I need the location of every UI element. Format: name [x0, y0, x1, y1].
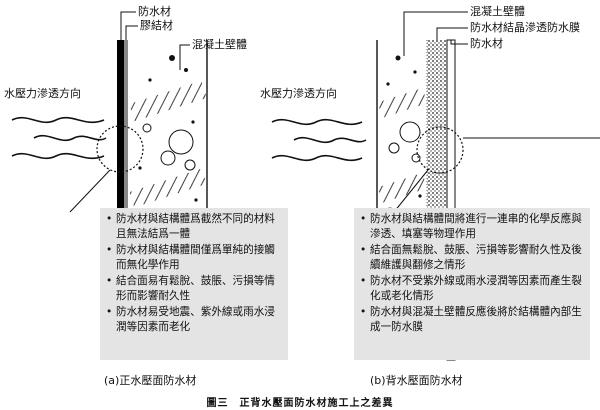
left-label-concrete: 混凝土壁體: [192, 38, 247, 51]
left-note-item: •防水材與結構體間僅爲單純的接觸而無化學作用: [106, 244, 275, 271]
right-leader-concrete: [403, 11, 468, 56]
left-pressure-waves: [11, 116, 107, 160]
right-note-item: •防水材與結構體間將進行一連串的化學反應與滲透、填塞等物理作用: [360, 213, 582, 240]
left-note-item: •結合面易有鬆脫、鼓脹、污損等情形而影響耐久性: [106, 275, 275, 302]
right-pressure-label: 水壓力滲透方向: [260, 87, 337, 100]
right-notes-box: •防水材與結構體間將進行一連串的化學反應與滲透、填塞等物理作用 •結合面無鬆脫、…: [354, 208, 590, 360]
right-label-crystal: 防水材結晶滲透防水膜: [470, 21, 580, 34]
left-note-item: •防水材與結構體爲截然不同的材料且無法結爲一體: [106, 213, 275, 240]
left-leader-concrete: [179, 44, 190, 70]
right-note-item: •防水材不受紫外線或雨水浸潤等因素而產生裂化或老化情形: [360, 275, 582, 302]
right-note-item: •防水材與混凝土壁體反應後將於結構體內部生成一防水膜: [360, 306, 582, 333]
left-notes-box: •防水材與結構體爲截然不同的材料且無法結爲一體 •防水材與結構體間僅爲單純的接觸…: [100, 208, 288, 360]
left-pressure-label: 水壓力滲透方向: [4, 87, 81, 100]
right-detail-circle: [416, 126, 464, 174]
left-label-adhesive: 膠結材: [140, 19, 173, 32]
right-label-waterproof: 防水材: [470, 37, 503, 50]
right-leader-crystal: [436, 27, 468, 40]
left-label-waterproof: 防水材: [138, 5, 171, 18]
left-waterproof-layer: [117, 40, 124, 360]
left-adhesive-layer: [124, 40, 128, 360]
right-detail-leader: [393, 169, 429, 213]
right-leader-waterproof: [450, 40, 468, 45]
left-detail-leader: [69, 169, 111, 213]
left-leader-waterproof: [120, 11, 136, 40]
right-pressure-waves: [271, 118, 367, 162]
left-caption: (a)正水壓面防水材: [104, 374, 197, 387]
right-caption: (b)背水壓面防水材: [370, 374, 463, 387]
right-note-item: •結合面無鬆脫、鼓脹、污損等影響耐久性及後續維護與翻修之情形: [360, 244, 582, 271]
left-leader-adhesive: [125, 25, 138, 40]
figure-title: 圖三 正背水壓面防水材施工上之差異: [206, 398, 394, 409]
right-label-concrete: 混凝土壁體: [470, 5, 525, 18]
left-detail-circle: [96, 125, 144, 173]
left-note-item: •防水材易受地震、紫外線或雨水浸潤等因素而老化: [106, 306, 275, 333]
